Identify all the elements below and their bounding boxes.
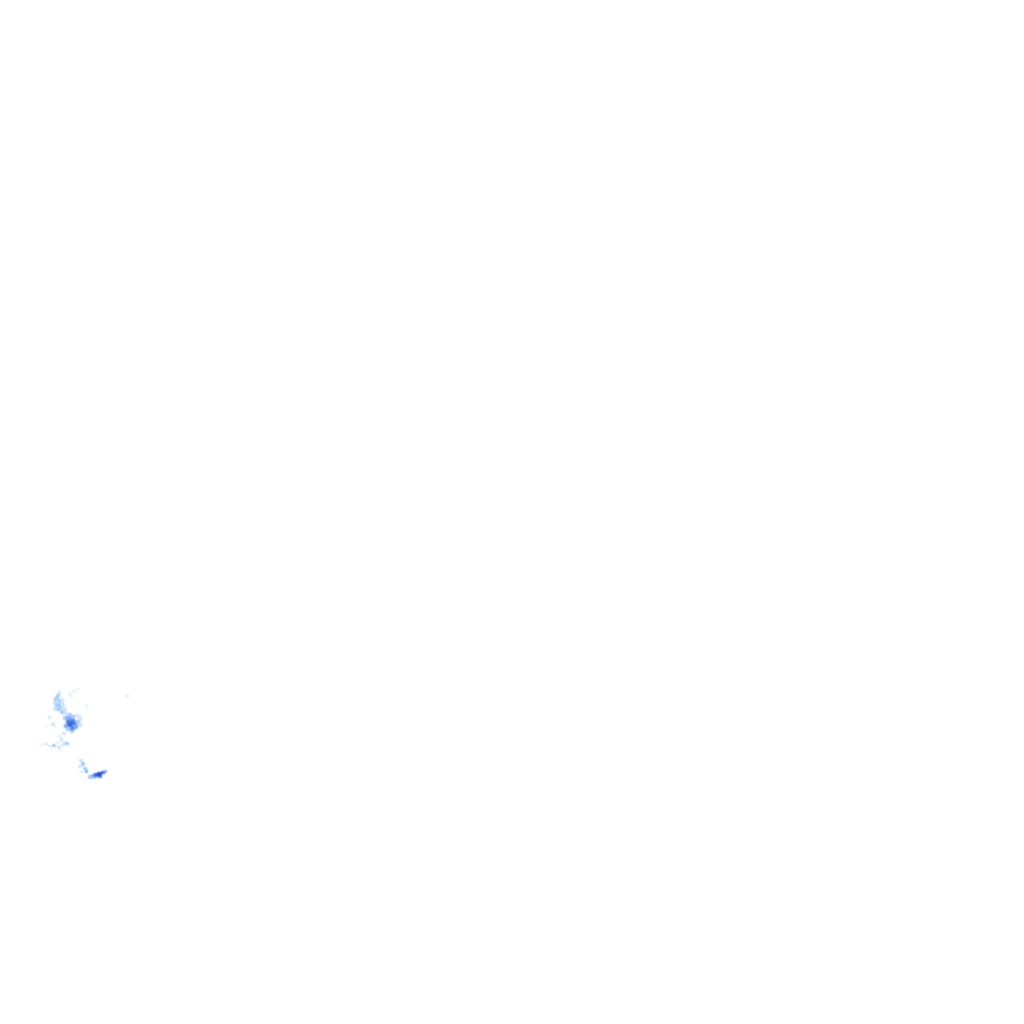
precip-cell <box>54 726 57 728</box>
precip-cell <box>56 694 60 697</box>
precip-cell <box>70 726 75 730</box>
precip-cell <box>78 723 82 727</box>
precip-cell <box>71 715 75 719</box>
precip-cell <box>60 700 64 704</box>
precip-cell <box>70 696 73 698</box>
precip-cell <box>44 725 47 727</box>
precip-cell <box>56 741 60 744</box>
precip-cell <box>68 693 72 696</box>
precip-cell <box>54 697 59 701</box>
precip-cell <box>63 741 66 744</box>
precip-cell <box>57 746 61 749</box>
precip-cell <box>76 720 80 724</box>
precip-cell <box>61 704 65 709</box>
precipitation-cells <box>40 688 129 779</box>
precip-cell <box>51 723 55 726</box>
precip-cell <box>58 735 62 738</box>
precip-cell <box>40 744 43 746</box>
precip-cell <box>61 744 65 746</box>
precip-cell <box>70 719 75 723</box>
precip-cell <box>66 716 71 720</box>
precip-cell <box>72 690 76 693</box>
precip-cell <box>50 749 53 751</box>
precip-cell <box>68 722 73 727</box>
precip-cell <box>75 714 79 717</box>
precip-cell <box>78 716 82 720</box>
precip-cell <box>62 697 65 700</box>
precip-cell <box>53 707 57 711</box>
precip-cell <box>64 712 68 715</box>
precip-cell <box>73 721 77 725</box>
precip-cell <box>48 745 51 747</box>
precip-cell <box>83 767 87 770</box>
precip-cell <box>76 688 80 690</box>
precip-cell <box>63 716 67 720</box>
precip-cell <box>125 694 129 698</box>
precip-cell <box>60 710 64 714</box>
precip-cell <box>98 776 102 778</box>
precip-cell <box>91 774 95 777</box>
precip-cell <box>97 772 102 776</box>
precip-cell <box>58 691 61 694</box>
precip-cell <box>81 762 85 766</box>
precip-cell <box>57 706 62 711</box>
precip-cell <box>92 777 96 779</box>
precip-cell <box>85 770 88 773</box>
precip-cell <box>68 713 72 716</box>
precip-cell <box>80 771 83 773</box>
precip-cell <box>68 745 71 747</box>
precip-cell <box>70 730 74 733</box>
precip-cell <box>52 744 56 747</box>
precip-cell <box>60 738 63 741</box>
precip-cell <box>104 770 107 773</box>
precip-cell <box>59 750 62 752</box>
precip-cell <box>78 765 81 768</box>
precip-cell <box>101 771 105 774</box>
precip-cell <box>79 759 83 762</box>
precip-cell <box>44 743 48 745</box>
precip-cell <box>94 773 98 777</box>
precip-cell <box>62 732 66 735</box>
precip-cell <box>88 775 92 779</box>
precip-cell <box>63 708 67 712</box>
precip-cell <box>64 724 68 728</box>
precip-cell <box>74 725 78 729</box>
precip-cell <box>80 719 83 722</box>
precip-cell <box>48 716 51 719</box>
precip-cell <box>65 742 69 745</box>
precip-cell <box>55 703 61 707</box>
precip-cell <box>85 705 88 708</box>
precip-cell <box>66 728 70 731</box>
